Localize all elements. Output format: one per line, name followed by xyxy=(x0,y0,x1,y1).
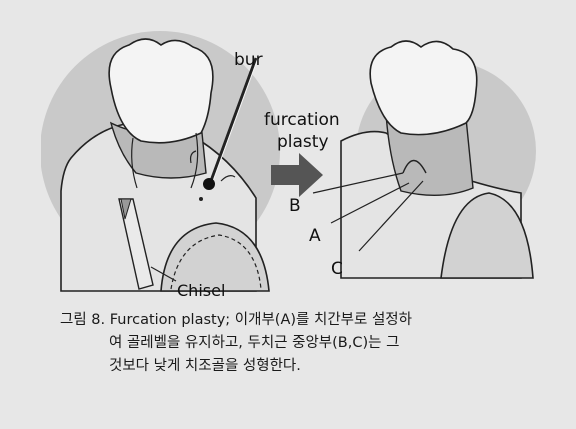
chisel-label: Chisel xyxy=(177,281,225,298)
bur-head xyxy=(203,178,215,190)
furcation-label-line1: furcation xyxy=(264,110,340,130)
bur-label: bur xyxy=(234,50,263,70)
caption-line-3: 것보다 낮게 치조골을 성형한다. xyxy=(60,355,540,378)
right-illustration xyxy=(313,41,536,278)
left-tooth xyxy=(109,39,213,143)
label-c: C xyxy=(331,259,343,279)
right-tooth xyxy=(370,41,477,135)
label-a: A xyxy=(309,226,321,246)
left-illustration xyxy=(41,31,280,291)
label-b: B xyxy=(289,196,301,216)
furcation-plasty-figure: bur Chisel furcation plasty B A C xyxy=(41,23,541,298)
bur-spray-dot xyxy=(199,197,203,201)
furcation-label-line2: plasty xyxy=(277,132,329,152)
figure-caption: 그림 8. Furcation plasty; 이개부(A)를 치간부로 설정하… xyxy=(60,309,540,378)
caption-line-1: Furcation plasty; 이개부(A)를 치간부로 설정하 xyxy=(110,309,412,332)
caption-line-2: 여 골레벨을 유지하고, 두치근 중앙부(B,C)는 그 xyxy=(60,332,540,355)
caption-row-1: 그림 8. Furcation plasty; 이개부(A)를 치간부로 설정하 xyxy=(60,309,540,332)
caption-lead: 그림 8. xyxy=(60,309,105,332)
